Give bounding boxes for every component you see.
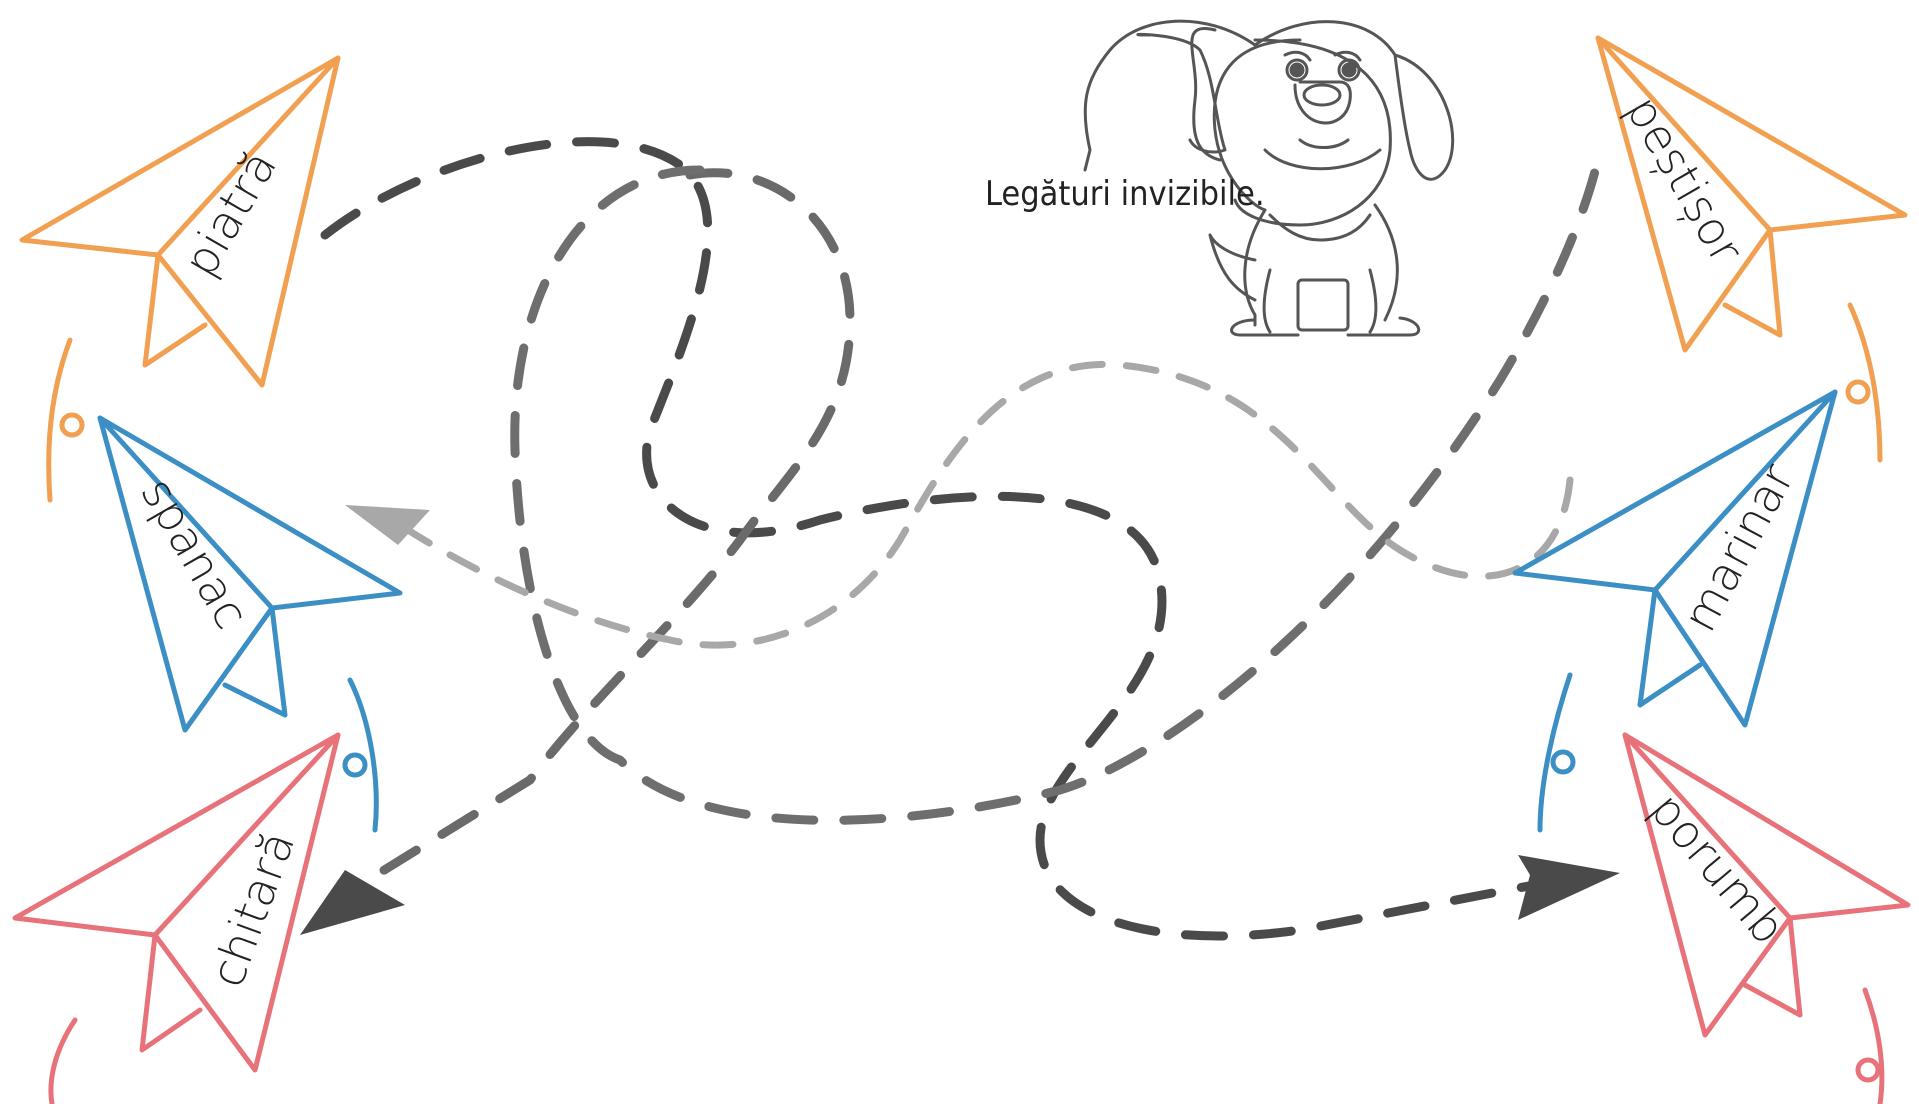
dog-icon	[1083, 19, 1455, 337]
dashed-path-light	[396, 360, 1574, 649]
plane-label-chitara: chitară	[200, 824, 306, 993]
dashed-path-big-loop	[510, 145, 1605, 825]
paper-plane-icon-marinar	[1512, 389, 1838, 833]
worksheet-caption: Legături invizibile.	[985, 174, 1265, 214]
plane-label-piatra: piatră	[173, 141, 287, 285]
arrow-head-icon-chitara	[300, 870, 405, 935]
dashed-path-piatra	[320, 137, 1565, 941]
paper-plane-icon-chitara	[12, 732, 341, 1104]
paper-plane-icon-porumb	[1622, 732, 1911, 1104]
paper-plane-icon-piatra	[19, 55, 341, 503]
arrow-head-icon-porumb	[1518, 855, 1620, 920]
paper-plane-icon-spanac	[97, 415, 403, 833]
plane-label-spanac: spanac	[130, 469, 259, 638]
arrow-head-icon-spanac	[345, 505, 430, 545]
paper-plane-icon-pestisor	[1595, 35, 1908, 463]
dashed-path-loop	[355, 168, 855, 890]
